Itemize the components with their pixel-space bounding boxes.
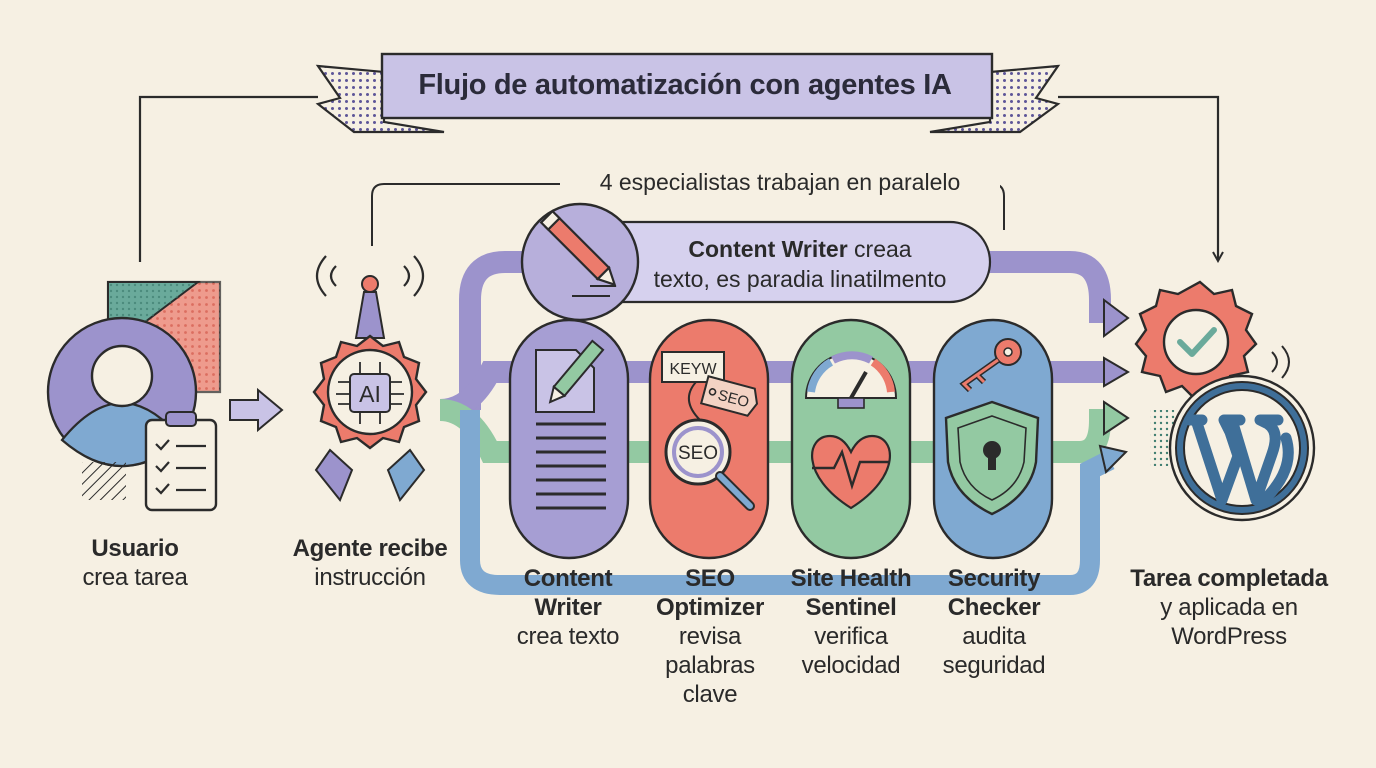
clipboard-checklist-icon xyxy=(144,411,218,512)
step-security-label: Security Checker audita seguridad xyxy=(922,564,1066,680)
seo-magnifier-text: SEO xyxy=(678,443,718,464)
step-seo-desc-3: clave xyxy=(682,681,738,708)
step-writer-title-1: Content xyxy=(523,565,613,592)
bubble-text: Content Writer creaa texto, es paradia l… xyxy=(630,234,970,294)
user-illustration xyxy=(46,280,222,512)
step-seo-desc-1: revisa xyxy=(678,623,742,650)
arrow-user-to-agent xyxy=(229,387,284,433)
writer-pen-icon xyxy=(548,339,605,404)
step-security-title-2: Checker xyxy=(947,594,1041,621)
step-seo-desc-2: palabras xyxy=(665,652,755,679)
task-complete-illustration xyxy=(1134,280,1316,522)
step-user-title: Usuario xyxy=(91,535,179,562)
writer-speech-bubble xyxy=(520,202,992,322)
step-agent-title: Agente recibe xyxy=(292,535,448,562)
bubble-line2: texto, es paradia linatilmento xyxy=(653,266,947,292)
bubble-rest: creaa xyxy=(847,236,912,262)
title-banner xyxy=(315,52,1061,134)
step-writer-title-2: Writer xyxy=(534,594,602,621)
wordpress-logo-icon xyxy=(1168,374,1316,522)
step-security-title-1: Security xyxy=(947,565,1041,592)
step-health-title-1: Site Health xyxy=(790,565,912,592)
step-done-label: Tarea completada y aplicada en WordPress xyxy=(1112,564,1346,651)
bubble-pencil-icon xyxy=(539,209,617,287)
key-icon xyxy=(959,338,1022,393)
keyword-card-text: KEYW xyxy=(669,361,717,378)
parallel-note: 4 especialistas trabajan en paralelo xyxy=(560,168,1000,196)
pill-content-writer xyxy=(508,318,630,560)
flow-arrow-heads xyxy=(1098,298,1130,474)
agent-badge: AI xyxy=(312,255,428,502)
ai-chip-label: AI xyxy=(359,381,381,407)
diagram-title: Flujo de automatización con agentes IA xyxy=(418,69,952,101)
step-writer-desc: crea texto xyxy=(516,623,620,650)
step-agent-label: Agente recibe instrucción xyxy=(270,534,470,592)
step-writer-label: Content Writer crea texto xyxy=(498,564,638,651)
step-user-desc: crea tarea xyxy=(82,564,188,591)
pill-security-checker xyxy=(932,318,1054,560)
pill-seo-optimizer: KEYW SEO SEO xyxy=(648,318,770,560)
step-security-desc-2: seguridad xyxy=(942,652,1046,679)
step-seo-label: SEO Optimizer revisa palabras clave xyxy=(640,564,780,709)
step-agent-desc: instrucción xyxy=(314,564,426,591)
pill-site-health xyxy=(790,318,912,560)
step-done-title: Tarea completada xyxy=(1130,565,1328,592)
step-health-label: Site Health Sentinel verifica velocidad xyxy=(776,564,926,680)
step-user-label: Usuario crea tarea xyxy=(50,534,220,592)
step-security-desc-1: audita xyxy=(962,623,1026,650)
step-seo-title-1: SEO xyxy=(685,565,735,592)
step-health-title-2: Sentinel xyxy=(805,594,897,621)
top-loop-connector xyxy=(138,95,1218,262)
step-health-desc-1: verifica xyxy=(814,623,888,650)
bubble-bold: Content Writer xyxy=(688,236,848,262)
step-health-desc-2: velocidad xyxy=(801,652,901,679)
step-seo-title-2: Optimizer xyxy=(656,594,764,621)
step-done-desc-2: WordPress xyxy=(1171,623,1287,650)
step-done-desc-1: y aplicada en xyxy=(1160,594,1298,621)
